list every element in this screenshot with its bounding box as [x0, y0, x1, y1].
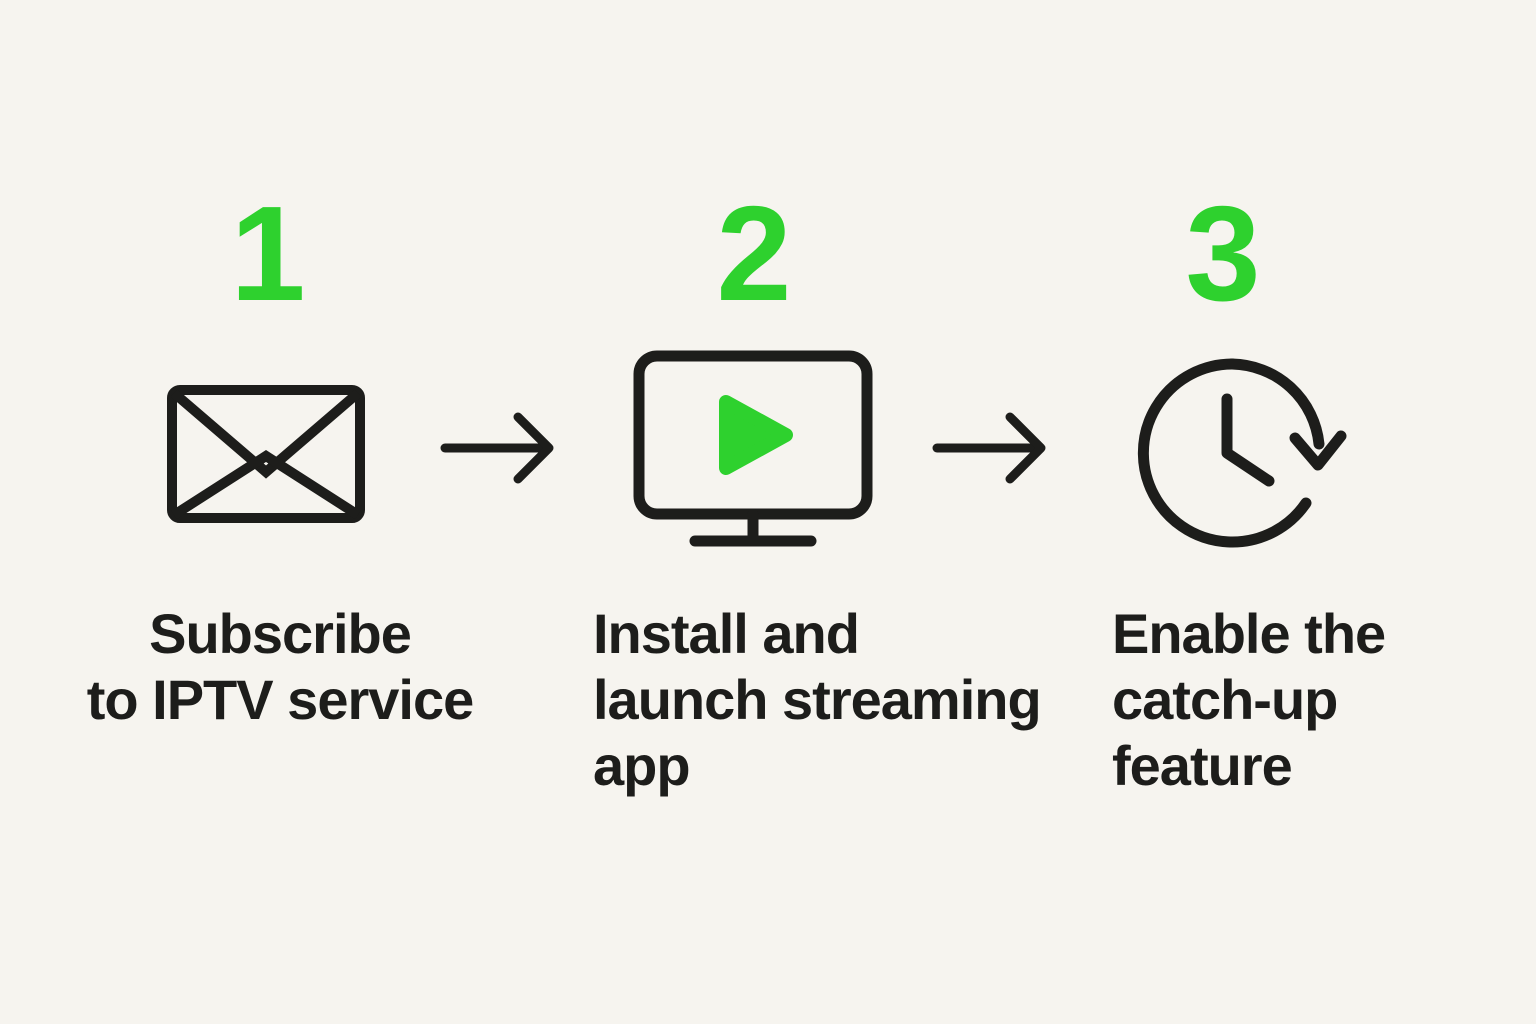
- tv-play-icon: [633, 350, 873, 547]
- step-2-number: 2: [716, 178, 791, 329]
- step-3-label: Enable the catch-up feature: [1112, 601, 1532, 799]
- step-3-label-line: Enable the: [1112, 602, 1386, 665]
- step-3-label-line: catch-up: [1112, 668, 1338, 731]
- step-1-label: Subscribe to IPTV service: [30, 601, 530, 733]
- clock-history-icon: [1137, 358, 1347, 548]
- step-2-label: Install and launch streaming app: [593, 601, 1073, 799]
- step-1-number: 1: [230, 178, 305, 329]
- step-3-label-line: feature: [1112, 734, 1293, 797]
- step-2-label-line: Install and: [593, 602, 860, 665]
- step-3-number: 3: [1185, 178, 1260, 329]
- right-arrow-icon: [932, 412, 1046, 484]
- step-2-label-line: app: [593, 734, 691, 797]
- step-2-label-line: launch streaming: [593, 668, 1042, 731]
- envelope-icon: [167, 385, 365, 523]
- step-1-label-line: Subscribe: [149, 602, 412, 665]
- right-arrow-icon: [440, 412, 554, 484]
- step-1-label-line: to IPTV service: [86, 668, 475, 731]
